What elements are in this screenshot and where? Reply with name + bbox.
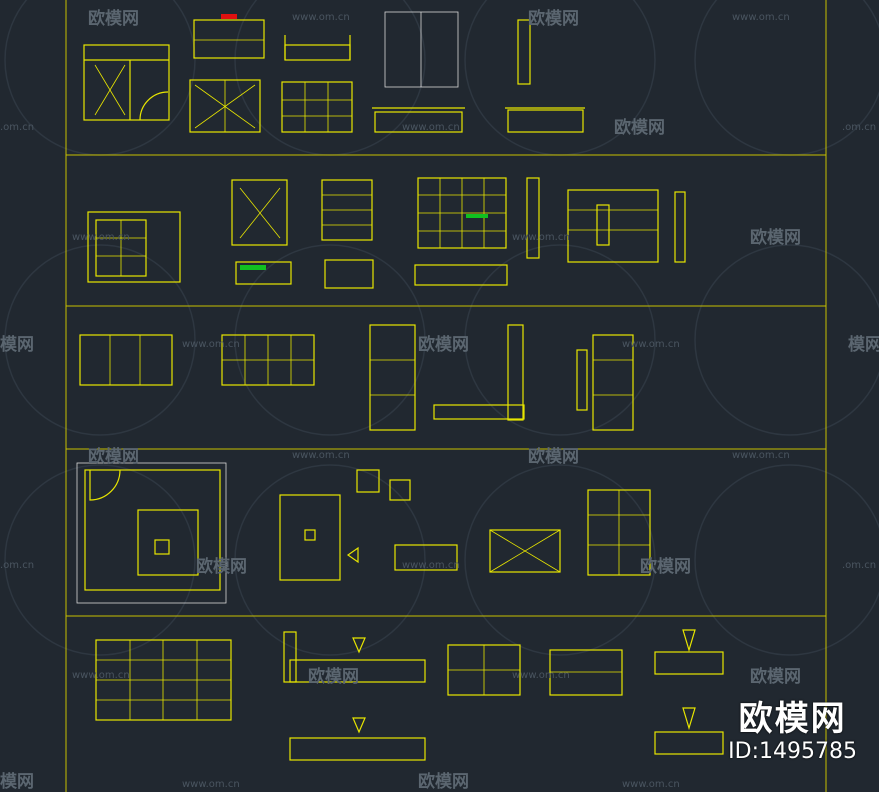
watermark-logo: 欧模网 <box>750 666 801 687</box>
watermark-url: www.om.cn <box>622 779 680 790</box>
watermark-url: www.om.cn <box>512 232 570 243</box>
watermark-url: www.om.cn <box>732 12 790 23</box>
watermark-logo: 欧模网 <box>614 117 665 138</box>
row-3-drawings <box>79 324 634 431</box>
watermark-url: www.om.cn <box>292 12 350 23</box>
row-4-drawings <box>76 462 651 604</box>
watermark-logo: 欧模网 <box>88 8 139 29</box>
watermark-logo: 欧模网 <box>196 556 247 577</box>
row-5-drawings <box>95 629 724 761</box>
watermark-url: www.om.cn <box>182 339 240 350</box>
watermark-url: www.om.cn <box>402 122 460 133</box>
watermark-logo: 欧模网 <box>308 666 359 687</box>
watermark-circles <box>4 0 879 656</box>
watermark-url: www.om.cn <box>72 232 130 243</box>
row-2-drawings <box>87 177 686 289</box>
watermark-url-partial: .om.cn <box>0 560 34 571</box>
watermark-url: www.om.cn <box>182 779 240 790</box>
sheet-frame <box>65 0 827 792</box>
watermark-logo: 欧模网 <box>88 446 139 467</box>
watermark-url-partial: .om.cn <box>842 122 876 133</box>
watermark-logo-partial: 模网 <box>0 771 34 792</box>
watermark-url: www.om.cn <box>622 339 680 350</box>
watermark-logo: 欧模网 <box>418 771 469 792</box>
watermark-logo: 欧模网 <box>640 556 691 577</box>
watermark-logo: 欧模网 <box>418 334 469 355</box>
watermark-logo: 欧模网 <box>528 446 579 467</box>
brand-name: 欧模网 <box>738 699 847 739</box>
brand-id: ID:1495785 <box>728 739 857 764</box>
watermark-url: www.om.cn <box>402 560 460 571</box>
watermark-logo: 欧模网 <box>750 227 801 248</box>
watermark-url-partial: .om.cn <box>842 560 876 571</box>
watermark-url: www.om.cn <box>732 450 790 461</box>
watermark-url: www.om.cn <box>292 450 350 461</box>
watermark-url: www.om.cn <box>72 670 130 681</box>
watermark-logo-partial: 模网 <box>0 334 34 355</box>
watermark-logo: 欧模网 <box>528 8 579 29</box>
watermark-url: www.om.cn <box>512 670 570 681</box>
row-1-drawings <box>83 11 585 133</box>
watermarks: 欧模网 欧模网 欧模网 欧模网 欧模网 欧模网 欧模网 欧模网 欧模网 欧模网 … <box>0 8 879 792</box>
watermark-logo-partial: 模网 <box>848 334 879 355</box>
watermark-url-partial: .om.cn <box>0 122 34 133</box>
brand-watermark: 欧模网 ID:1495785 <box>728 700 857 766</box>
